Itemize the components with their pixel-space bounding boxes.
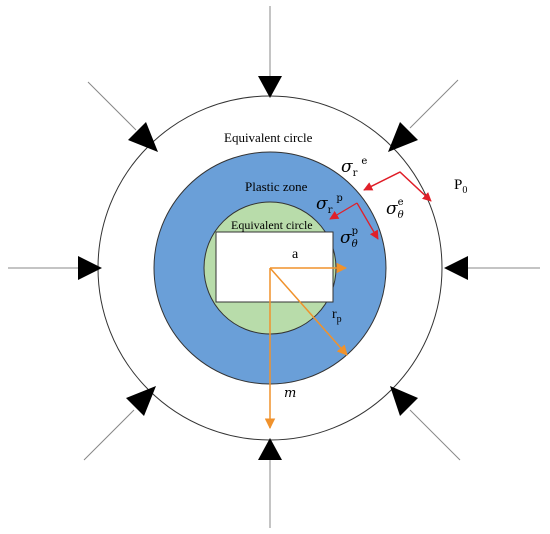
sigma-theta-plastic-label: σθp	[340, 226, 358, 250]
load-line-top-right	[409, 79, 459, 129]
sigma-r-elastic-sigma: σ	[341, 157, 353, 177]
radius-rp-label: rp	[332, 307, 342, 325]
pressure-main: P	[454, 177, 462, 193]
load-arrows	[8, 6, 540, 528]
radius-rp-main: r	[332, 307, 337, 322]
load-arrowhead-right	[444, 256, 468, 280]
sigma-theta-plastic-sub: θ	[352, 239, 358, 250]
radius-rp-line	[269, 267, 348, 356]
load-arrowhead-bottom	[258, 438, 282, 460]
inner-circle-label: Equivalent circle	[231, 218, 313, 232]
sigma-r-elastic-sup: e	[361, 156, 367, 167]
load-line-bottom-right	[409, 409, 461, 461]
load-arrowhead-top	[258, 76, 282, 98]
sigma-theta-elastic-sub: θ	[398, 210, 404, 221]
sigma-theta-elastic-label: σθe	[386, 197, 404, 221]
sigma-r-elastic-label: σre	[341, 156, 367, 179]
sigma-r-elastic-sub: r	[353, 168, 358, 179]
sigma-r-plastic-sup: p	[336, 193, 342, 204]
load-arrowhead-top-left	[128, 122, 158, 152]
sigma-theta-elastic-sigma: σ	[386, 199, 398, 219]
plastic-zone-label: Plastic zone	[245, 179, 308, 194]
sigma-r-plastic-sigma: σ	[316, 194, 328, 214]
radius-a-label: a	[292, 247, 299, 262]
load-arrowhead-bottom-left	[126, 386, 156, 416]
pressure-subscript: 0	[462, 185, 467, 196]
radius-rp-subscript: p	[337, 314, 342, 325]
elastic-radial-arrow	[363, 171, 401, 191]
elastic-hoop-arrow	[399, 171, 432, 202]
plastic-radial-arrow	[329, 202, 358, 220]
load-line-top-left	[87, 81, 137, 131]
load-arrowhead-bottom-right	[390, 386, 418, 416]
sigma-r-plastic-sub: r	[328, 205, 333, 216]
sigma-theta-elastic-sup: e	[398, 197, 404, 208]
sigma-theta-plastic-sigma: σ	[340, 228, 352, 248]
sigma-theta-plastic-sup: p	[352, 226, 358, 237]
outer-circle-label: Equivalent circle	[224, 130, 313, 145]
load-arrowhead-top-right	[388, 122, 418, 152]
load-line-bottom-left	[83, 409, 135, 461]
load-arrowhead-left	[78, 256, 102, 280]
radius-m-label: m	[284, 386, 296, 401]
rectangular-opening	[215, 231, 334, 303]
plastic-hoop-arrow	[356, 202, 379, 240]
sigma-r-plastic-label: σrp	[316, 193, 343, 216]
pressure-label: P0	[454, 177, 467, 196]
